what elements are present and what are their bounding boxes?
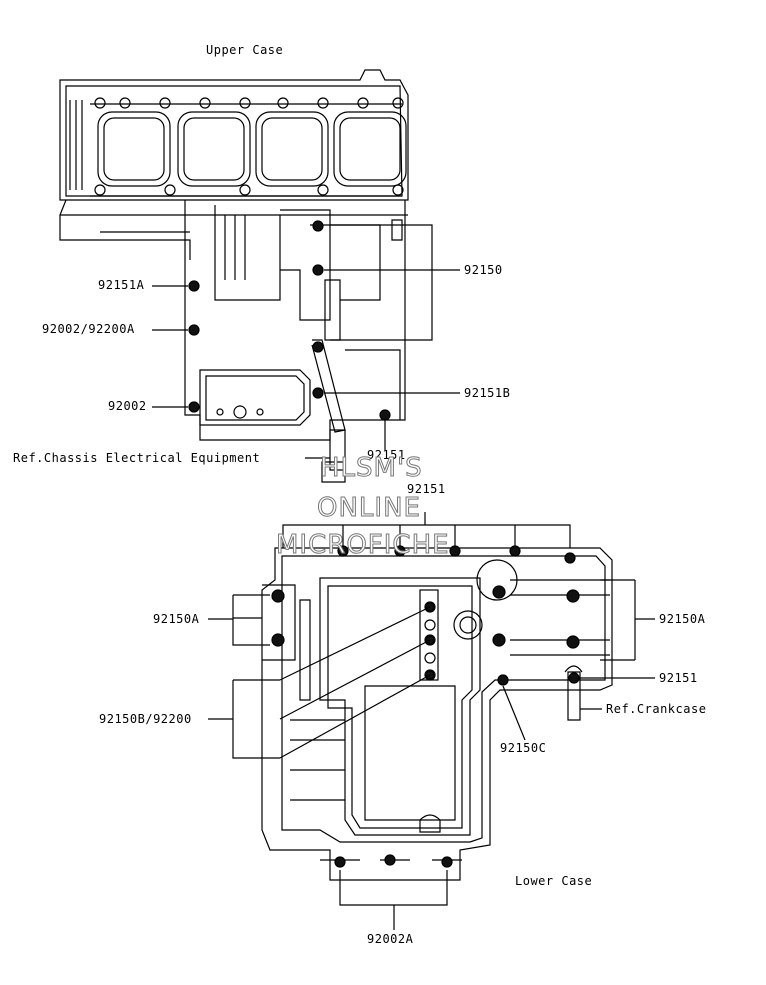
part-label-92150[interactable]: 92150 bbox=[464, 263, 503, 277]
part-label-92002-92200A[interactable]: 92002/92200A bbox=[42, 322, 135, 336]
ref-crankcase-link[interactable]: Ref.Crankcase bbox=[606, 702, 707, 716]
upper-case-drawing bbox=[59, 69, 433, 483]
part-label-92002[interactable]: 92002 bbox=[108, 399, 147, 413]
part-label-92151-upper[interactable]: 92151 bbox=[367, 448, 406, 462]
ref-chassis-electrical-link[interactable]: Ref.Chassis Electrical Equipment bbox=[13, 451, 261, 465]
part-label-92150A-right[interactable]: 92150A bbox=[659, 612, 706, 626]
part-label-92151A[interactable]: 92151A bbox=[98, 278, 145, 292]
watermark-line2: ONLINE bbox=[317, 493, 421, 524]
part-label-92150B-92200[interactable]: 92150B/92200 bbox=[99, 712, 192, 726]
part-label-92151B[interactable]: 92151B bbox=[464, 386, 511, 400]
part-label-92002A[interactable]: 92002A bbox=[367, 932, 414, 946]
part-label-92150C[interactable]: 92150C bbox=[500, 741, 547, 755]
lower-case-title: Lower Case bbox=[515, 874, 593, 888]
part-label-92150A-left[interactable]: 92150A bbox=[153, 612, 200, 626]
part-label-92151-top[interactable]: 92151 bbox=[407, 482, 446, 496]
watermark-line3: MICROFICHE bbox=[276, 530, 450, 561]
upper-case-title: Upper Case bbox=[206, 43, 284, 57]
lower-leader-lines bbox=[208, 579, 655, 930]
watermark-line1: HLSM'S bbox=[320, 453, 423, 484]
lower-case-drawing bbox=[261, 512, 613, 881]
upper-leader-lines bbox=[152, 269, 460, 459]
part-label-92151-right[interactable]: 92151 bbox=[659, 671, 698, 685]
